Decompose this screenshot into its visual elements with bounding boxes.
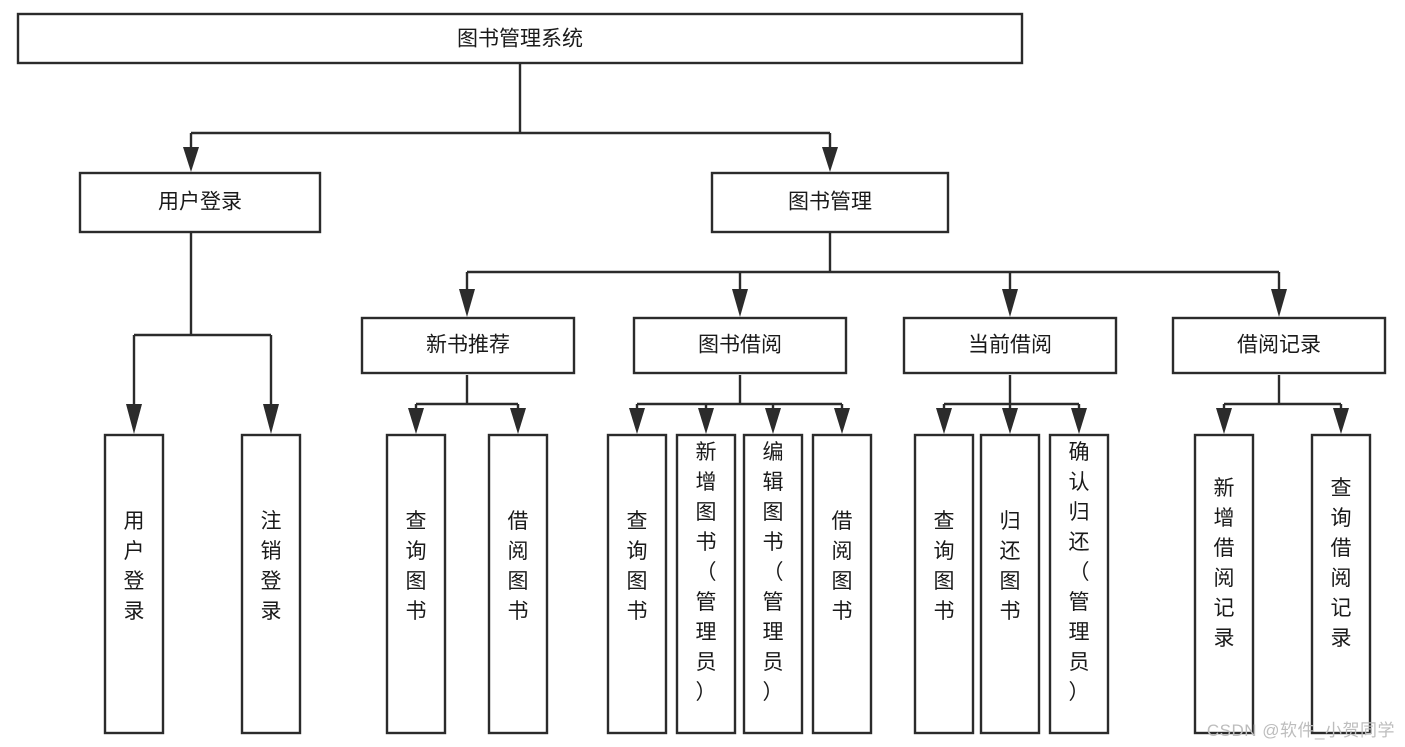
node-user-login-label: 用户登录 bbox=[158, 191, 242, 214]
node-leaf-borrow-book-2-label: 借阅图书 bbox=[832, 510, 853, 623]
arrow-head-icon bbox=[698, 408, 714, 434]
node-book-borrow-box[interactable] bbox=[632, 316, 848, 375]
node-current-borrow[interactable]: 当前借阅 bbox=[902, 316, 1118, 375]
node-book-borrow[interactable]: 图书借阅 bbox=[632, 316, 848, 375]
node-leaf-add-book[interactable]: 新增图书（管理员） bbox=[675, 433, 737, 735]
node-new-book-recommend-label: 新书推荐 bbox=[426, 334, 510, 357]
node-leaf-query-book-2-box[interactable] bbox=[606, 433, 668, 735]
node-new-book-recommend-box[interactable] bbox=[360, 316, 576, 375]
arrow-head-icon bbox=[1071, 408, 1087, 434]
node-leaf-borrow-book-1[interactable]: 借阅图书 bbox=[487, 433, 549, 735]
node-book-management-box[interactable] bbox=[710, 171, 950, 234]
arrow-head-icon bbox=[834, 408, 850, 434]
node-book-borrow-label: 图书借阅 bbox=[698, 334, 782, 357]
node-leaf-borrow-book-1-label: 借阅图书 bbox=[508, 510, 529, 623]
connector-root-to-level1 bbox=[183, 63, 838, 172]
arrow-head-icon bbox=[936, 408, 952, 434]
node-leaf-logout-login-box[interactable] bbox=[240, 433, 302, 735]
node-leaf-query-book-1[interactable]: 查询图书 bbox=[385, 433, 447, 735]
node-leaf-add-record-box[interactable] bbox=[1193, 433, 1255, 735]
node-current-borrow-label: 当前借阅 bbox=[968, 334, 1052, 357]
node-borrow-record-label: 借阅记录 bbox=[1237, 334, 1321, 357]
node-user-login[interactable]: 用户登录 bbox=[78, 171, 322, 234]
arrow-head-icon bbox=[408, 408, 424, 434]
node-leaf-return-book-box[interactable] bbox=[979, 433, 1041, 735]
arrow-head-icon bbox=[510, 408, 526, 434]
node-root[interactable]: 图书管理系统 bbox=[16, 12, 1024, 65]
connector-currentborrow-to-leaves bbox=[936, 375, 1087, 434]
node-leaf-user-login-label: 用户登录 bbox=[124, 510, 145, 623]
node-leaf-edit-book-label: 编辑图书（管理员） bbox=[763, 441, 784, 704]
node-leaf-return-book[interactable]: 归还图书 bbox=[979, 433, 1041, 735]
connector-newbook-to-leaves bbox=[408, 375, 526, 434]
node-leaf-confirm-return-box[interactable] bbox=[1048, 433, 1110, 735]
node-leaf-return-book-label: 归还图书 bbox=[1000, 510, 1021, 623]
arrow-head-icon bbox=[1002, 289, 1018, 317]
arrow-head-icon bbox=[459, 289, 475, 317]
node-leaf-edit-book[interactable]: 编辑图书（管理员） bbox=[742, 433, 804, 735]
node-leaf-query-book-2[interactable]: 查询图书 bbox=[606, 433, 668, 735]
node-leaf-confirm-return-label: 确认归还（管理员） bbox=[1069, 441, 1090, 704]
node-leaf-logout-login[interactable]: 注销登录 bbox=[240, 433, 302, 735]
connector-bookborrow-to-leaves bbox=[629, 375, 850, 434]
connector-borrowrecord-to-leaves bbox=[1216, 375, 1349, 434]
node-book-management[interactable]: 图书管理 bbox=[710, 171, 950, 234]
node-current-borrow-box[interactable] bbox=[902, 316, 1118, 375]
arrow-head-icon bbox=[1216, 408, 1232, 434]
csdn-watermark: CSDN @软件_小贺同学 bbox=[1206, 721, 1395, 740]
node-leaf-query-record-label: 查询借阅记录 bbox=[1331, 477, 1352, 650]
arrow-head-icon bbox=[263, 404, 279, 434]
arrow-head-icon bbox=[1002, 408, 1018, 434]
node-leaf-add-book-label: 新增图书（管理员） bbox=[696, 441, 717, 704]
node-borrow-record-box[interactable] bbox=[1171, 316, 1387, 375]
node-book-management-label: 图书管理 bbox=[788, 191, 872, 214]
arrow-head-icon bbox=[126, 404, 142, 434]
node-leaf-user-login[interactable]: 用户登录 bbox=[103, 433, 165, 735]
node-leaf-query-book-1-box[interactable] bbox=[385, 433, 447, 735]
arrow-head-icon bbox=[732, 289, 748, 317]
node-leaf-query-book-3-box[interactable] bbox=[913, 433, 975, 735]
node-root-box[interactable] bbox=[16, 12, 1024, 65]
connector-bookmgmt-to-level2 bbox=[459, 232, 1287, 317]
node-borrow-record[interactable]: 借阅记录 bbox=[1171, 316, 1387, 375]
arrow-head-icon bbox=[822, 147, 838, 172]
node-leaf-borrow-book-2-box[interactable] bbox=[811, 433, 873, 735]
node-leaf-add-book-box[interactable] bbox=[675, 433, 737, 735]
node-leaf-query-book-3-label: 查询图书 bbox=[934, 510, 955, 623]
node-leaf-logout-login-label: 注销登录 bbox=[261, 510, 282, 623]
node-leaf-confirm-return[interactable]: 确认归还（管理员） bbox=[1048, 433, 1110, 735]
arrow-head-icon bbox=[629, 408, 645, 434]
node-new-book-recommend[interactable]: 新书推荐 bbox=[360, 316, 576, 375]
node-leaf-query-record[interactable]: 查询借阅记录 bbox=[1310, 433, 1372, 735]
node-leaf-edit-book-box[interactable] bbox=[742, 433, 804, 735]
node-leaf-query-book-2-label: 查询图书 bbox=[627, 510, 648, 623]
node-leaf-borrow-book-2[interactable]: 借阅图书 bbox=[811, 433, 873, 735]
node-leaf-user-login-box[interactable] bbox=[103, 433, 165, 735]
node-leaf-borrow-book-1-box[interactable] bbox=[487, 433, 549, 735]
node-leaf-query-book-3[interactable]: 查询图书 bbox=[913, 433, 975, 735]
node-leaf-add-record-label: 新增借阅记录 bbox=[1214, 477, 1235, 650]
connector-userlogin-to-leaves bbox=[126, 232, 279, 434]
node-user-login-box[interactable] bbox=[78, 171, 322, 234]
node-root-label: 图书管理系统 bbox=[457, 28, 583, 51]
arrow-head-icon bbox=[183, 147, 199, 172]
node-leaf-query-record-box[interactable] bbox=[1310, 433, 1372, 735]
node-leaf-query-book-1-label: 查询图书 bbox=[406, 510, 427, 623]
arrow-head-icon bbox=[765, 408, 781, 434]
node-leaf-add-record[interactable]: 新增借阅记录 bbox=[1193, 433, 1255, 735]
arrow-head-icon bbox=[1271, 289, 1287, 317]
arrow-head-icon bbox=[1333, 408, 1349, 434]
